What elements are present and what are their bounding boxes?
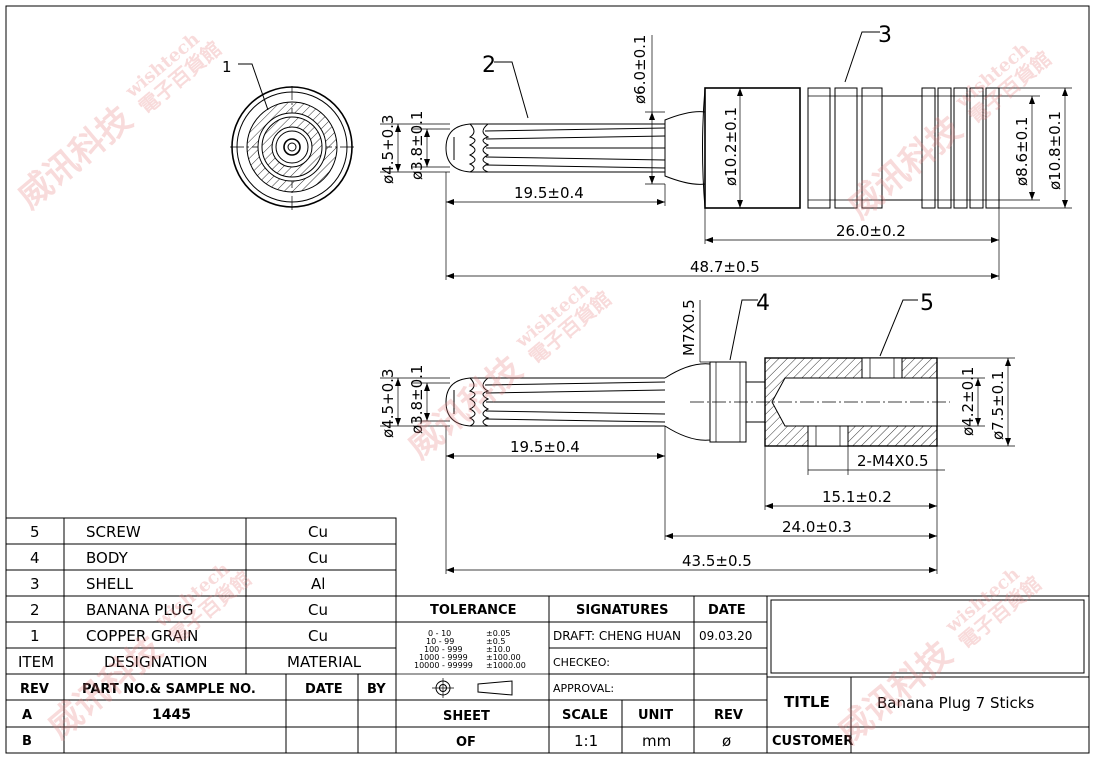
tol-value: ±100.00 [486, 653, 521, 662]
bom-material: Cu [308, 523, 328, 541]
rev-row-a: A [22, 708, 32, 723]
bom-material: Cu [308, 601, 328, 619]
dim-d60: ø6.0±0.1 [631, 35, 649, 104]
unit-label: UNIT [638, 708, 673, 723]
tolerance-title: TOLERANCE [430, 603, 516, 618]
tol-range: 1000 - 9999 [419, 653, 468, 662]
callout-1: 1 [222, 58, 232, 76]
callout-5: 5 [920, 291, 934, 316]
rev-header-rev: REV [20, 682, 49, 697]
rev-header-date: DATE [305, 682, 343, 697]
drawing-title: Banana Plug 7 Sticks [877, 694, 1034, 712]
dim-d38-top: ø3.8±0.1 [408, 111, 426, 180]
sheet-border [5, 5, 1090, 754]
bom-material: Cu [308, 549, 328, 567]
bom-designation: BANANA PLUG [86, 601, 194, 619]
draft-signature: DRAFT: CHENG HUAN [553, 629, 681, 643]
title-label: TITLE [784, 693, 830, 711]
bom-designation: COPPER GRAIN [86, 627, 198, 645]
bom-header-material: MATERIAL [287, 653, 362, 671]
watermark-text: 威讯科技 [840, 109, 970, 227]
projection-symbol-icon [432, 678, 513, 698]
bom-designation: SHELL [86, 575, 134, 593]
tol-range: 10000 - 99999 [414, 661, 473, 670]
scale-label: SCALE [562, 708, 608, 723]
dim-d45-bot: ø4.5+0.3 [379, 369, 397, 438]
dim-d38-bot: ø3.8±0.1 [408, 365, 426, 434]
unit-value: mm [642, 732, 671, 750]
dim-m7: M7X0.5 [680, 299, 698, 356]
bom-material: Al [311, 575, 325, 593]
tol-range: 100 - 999 [424, 645, 463, 654]
tol-range: 0 - 10 [428, 629, 451, 638]
bom-item: 4 [30, 549, 40, 567]
tol-value: ±0.5 [486, 637, 505, 646]
title-block: TOLERANCE 0 - 10 ±0.05 10 - 99 ±0.5 100 … [396, 595, 1089, 753]
dim-l240: 24.0±0.3 [782, 518, 852, 536]
dim-d45-top: ø4.5+0.3 [379, 115, 397, 184]
bom-item: 5 [30, 523, 40, 541]
dim-l260: 26.0±0.2 [836, 222, 906, 240]
approval-label: APPROVAL: [553, 682, 614, 695]
dim-l487: 48.7±0.5 [690, 258, 760, 276]
bom-designation: BODY [86, 549, 129, 567]
dim-l195-top: 19.5±0.4 [514, 184, 584, 202]
tol-value: ±1000.00 [486, 661, 526, 670]
customer-label: CUSTOMER [772, 734, 853, 749]
tol-value: ±10.0 [486, 645, 511, 654]
dim-d86: ø8.6±0.1 [1013, 117, 1031, 186]
draft-date: 09.03.20 [699, 629, 752, 643]
dim-d108: ø10.8±0.1 [1046, 111, 1064, 190]
rev-header-part: PART NO.& SAMPLE NO. [82, 682, 256, 697]
dim-l435: 43.5±0.5 [682, 552, 752, 570]
bom-table: 5 SCREW Cu 4 BODY Cu 3 SHELL Al 2 BANANA… [5, 517, 397, 675]
dim-d75: ø7.5±0.1 [989, 371, 1007, 440]
signatures-date-label: DATE [708, 603, 746, 618]
top-dimensions [380, 35, 1072, 280]
logo-box [770, 599, 1085, 674]
bom-designation: SCREW [86, 523, 141, 541]
sheet-label: SHEET [443, 709, 490, 724]
scale-value: 1:1 [574, 732, 598, 750]
end-view [230, 63, 356, 210]
bom-header-designation: DESIGNATION [104, 653, 208, 671]
checked-label: CHECKEO: [553, 656, 610, 669]
rev-row-b: B [22, 734, 32, 749]
part-number: 1445 [152, 707, 191, 723]
rev-label: REV [714, 708, 743, 723]
side-view-assembled [445, 31, 1000, 209]
bom-item: 3 [30, 575, 40, 593]
callout-3: 3 [878, 23, 892, 48]
tol-value: ±0.05 [486, 629, 511, 638]
bom-item: 1 [30, 627, 40, 645]
bom-item: 2 [30, 601, 40, 619]
watermark-text: 威讯科技 [10, 99, 140, 217]
revision-table: REV PART NO.& SAMPLE NO. DATE BY A 1445 … [6, 596, 397, 753]
watermark-text: 威讯科技 [830, 634, 960, 752]
dim-l195-bot: 19.5±0.4 [510, 438, 580, 456]
bom-material: Cu [308, 627, 328, 645]
tol-range: 10 - 99 [426, 637, 454, 646]
signatures-title: SIGNATURES [576, 603, 668, 618]
callout-4: 4 [756, 291, 770, 316]
bom-header-item: ITEM [18, 653, 54, 671]
rev-header-by: BY [367, 682, 386, 697]
dim-d42: ø4.2±0.1 [959, 367, 977, 436]
bottom-dimensions [380, 300, 1015, 574]
rev-value: ø [722, 732, 731, 750]
dim-l151: 15.1±0.2 [822, 488, 892, 506]
dim-m4: 2-M4X0.5 [857, 452, 929, 470]
of-label: OF [456, 735, 476, 750]
callout-2: 2 [482, 53, 496, 78]
dimension-labels: 1 2 3 4 5 ø4.5+0.3 ø3.8±0.1 ø6.0±0.1 ø10… [222, 23, 1064, 570]
dim-d102: ø10.2±0.1 [722, 107, 740, 186]
side-view-section [445, 299, 950, 447]
